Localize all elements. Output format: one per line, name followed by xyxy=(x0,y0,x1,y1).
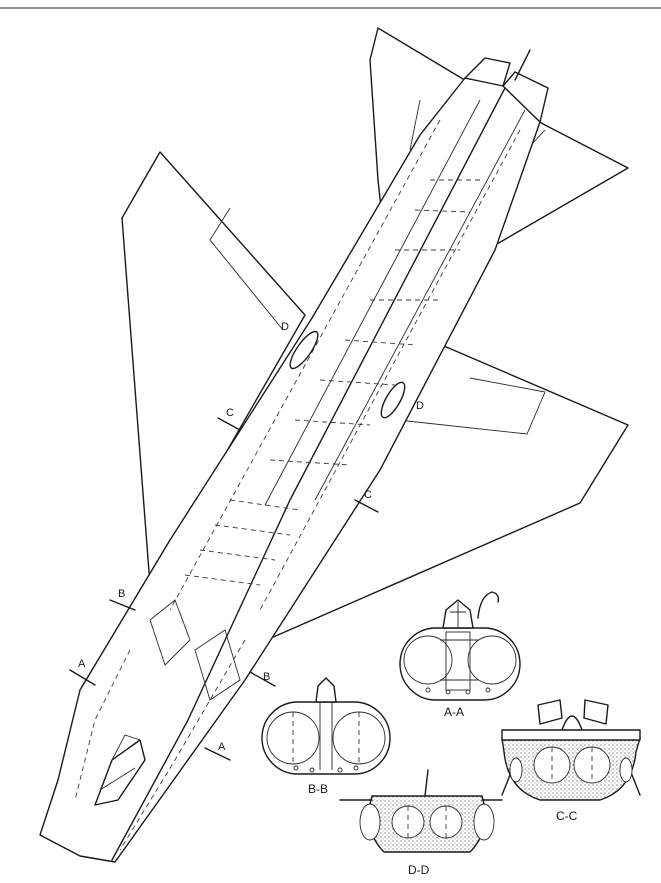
cut-line-a-left xyxy=(69,669,96,686)
section-aa-gear-l xyxy=(425,687,431,693)
section-cc: C-C xyxy=(501,699,641,823)
tail-probe xyxy=(514,49,531,81)
cut-marker-c-right: C xyxy=(364,489,372,501)
left-flap-line xyxy=(209,207,284,331)
section-bb-label: B-B xyxy=(308,782,328,796)
section-bb-rivet-3 xyxy=(337,767,343,773)
section-dd-fairing-left xyxy=(359,803,381,841)
cut-marker-d-left: D xyxy=(281,321,289,333)
intake-pods xyxy=(149,599,241,701)
section-aa-gear-r xyxy=(485,687,491,693)
fuselage-centerline xyxy=(111,87,506,861)
section-aa-frames xyxy=(440,639,478,681)
section-bb-keel xyxy=(319,702,333,770)
nozzle-left xyxy=(464,57,511,87)
cut-marker-d-right: D xyxy=(416,400,424,412)
section-aa: A-A xyxy=(399,591,521,719)
section-dd-fairing-right xyxy=(473,803,495,841)
right-flap-line xyxy=(397,377,546,435)
fairing-left xyxy=(289,330,319,370)
section-cc-pod-left xyxy=(509,757,523,783)
fairing-right xyxy=(380,381,406,419)
cut-marker-c-left: C xyxy=(226,407,234,419)
fuselage xyxy=(39,77,541,863)
section-bb-spine xyxy=(315,677,337,703)
cut-line-b-left xyxy=(109,599,136,611)
cut-marker-b-right: B xyxy=(263,671,270,683)
cut-line-a-right xyxy=(204,747,231,761)
cut-line-b-right xyxy=(249,671,276,687)
plan-view: A A B B C C D D xyxy=(39,27,629,863)
section-bb-body xyxy=(261,701,391,775)
section-aa-gear-c2 xyxy=(465,689,471,695)
section-bb: B-B xyxy=(261,677,391,796)
section-aa-gear-c xyxy=(445,689,451,695)
nozzle-right xyxy=(502,71,549,123)
frame-dashes xyxy=(269,179,480,466)
section-cc-duct-axes xyxy=(551,747,593,783)
section-aa-cockpit-tub xyxy=(445,631,471,691)
cut-line-c-left xyxy=(217,417,241,431)
nose-dashes xyxy=(74,639,246,851)
section-bb-rivet-2 xyxy=(309,767,315,773)
section-dd: D-D xyxy=(339,769,503,877)
section-dd-fin xyxy=(424,769,429,797)
cut-marker-a-left: A xyxy=(78,658,86,670)
cut-line-c-right xyxy=(354,499,379,513)
section-aa-probe xyxy=(477,591,500,619)
section-cc-pod-right xyxy=(619,757,633,783)
section-cc-wing-root xyxy=(501,729,641,741)
section-cc-fin-left xyxy=(537,699,563,725)
section-cc-spine xyxy=(561,715,583,731)
cut-marker-a-right: A xyxy=(218,741,226,753)
section-aa-intake-left xyxy=(403,635,453,685)
section-aa-label: A-A xyxy=(444,705,464,719)
canopy-frame xyxy=(99,734,141,791)
section-dd-label: D-D xyxy=(408,863,430,877)
cut-marker-b-left: B xyxy=(118,588,125,600)
section-aa-intake-right xyxy=(467,635,517,685)
section-bb-rivet-1 xyxy=(293,765,299,771)
section-bb-rivet-4 xyxy=(353,765,359,771)
rear-frame-dashes xyxy=(184,499,301,586)
internal-duct-dashes xyxy=(169,119,521,611)
section-cc-body xyxy=(501,737,641,801)
canopy xyxy=(94,739,146,806)
spine-side-lines xyxy=(264,99,526,506)
section-aa-canopy-frame xyxy=(450,602,466,628)
section-dd-body xyxy=(368,795,486,853)
section-aa-body xyxy=(399,627,521,701)
section-cc-fin-right xyxy=(583,699,609,725)
section-cc-label: C-C xyxy=(556,809,578,823)
